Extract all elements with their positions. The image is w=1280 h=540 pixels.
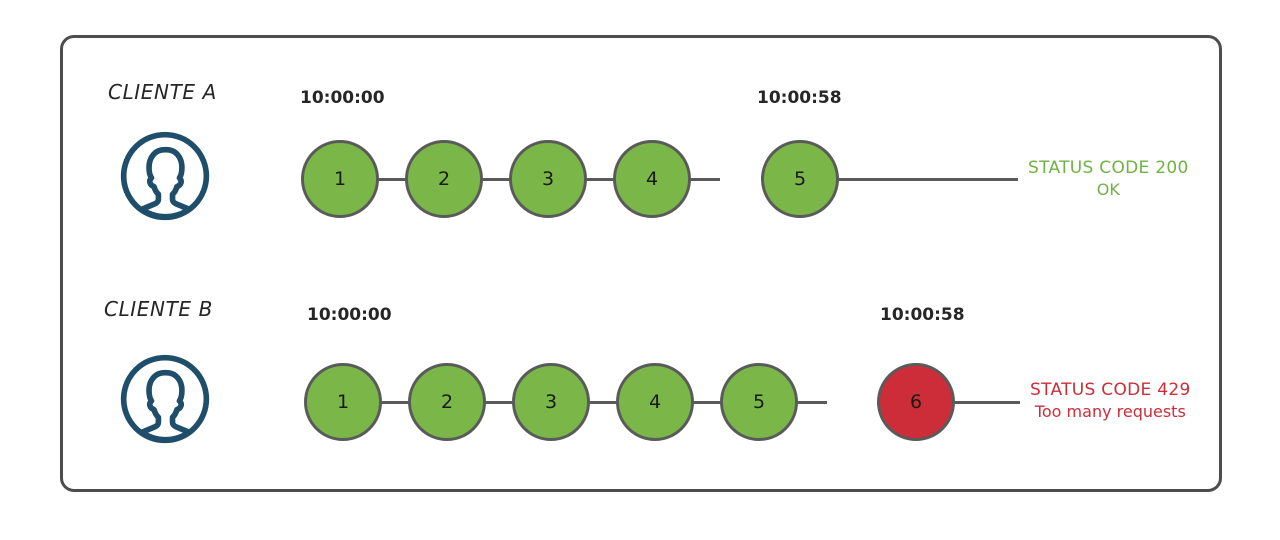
node-label: 3 [541, 168, 555, 190]
node-label: 1 [336, 391, 350, 413]
client-b-start-time: 10:00:00 [307, 305, 392, 325]
client-b-connector-2-3 [485, 401, 515, 404]
client-a-connector-4-5 [690, 178, 720, 181]
node-label: 4 [645, 168, 659, 190]
client-a-connector-1-2 [378, 178, 408, 181]
client-b-request-node-4[interactable]: 4 [616, 363, 694, 441]
node-label: 4 [648, 391, 662, 413]
client-b-status-message: Too many requests [1034, 401, 1186, 421]
client-a-connector-trailing [838, 178, 1018, 181]
node-label: 2 [437, 168, 451, 190]
client-a-request-node-3[interactable]: 3 [509, 140, 587, 218]
node-label: 6 [909, 391, 923, 413]
client-a-request-node-2[interactable]: 2 [405, 140, 483, 218]
client-b-status-code: STATUS CODE 429 [1030, 380, 1191, 400]
client-b-request-node-3[interactable]: 3 [512, 363, 590, 441]
client-a-start-time: 10:00:00 [300, 88, 385, 108]
client-b-request-node-6[interactable]: 6 [877, 363, 955, 441]
client-b-avatar [118, 352, 212, 446]
client-b-connector-4-5 [693, 401, 723, 404]
client-a-status-badge: STATUS CODE 200 OK [1028, 158, 1189, 200]
client-a-connector-3-4 [586, 178, 616, 181]
client-a-status-message: OK [1096, 179, 1120, 199]
client-b-status-badge: STATUS CODE 429 Too many requests [1030, 380, 1191, 422]
client-b-end-time: 10:00:58 [880, 305, 965, 325]
client-b-connector-5-6 [797, 401, 827, 404]
client-a-request-node-1[interactable]: 1 [301, 140, 379, 218]
node-label: 5 [752, 391, 766, 413]
client-a-request-node-4[interactable]: 4 [613, 140, 691, 218]
client-b-request-node-1[interactable]: 1 [304, 363, 382, 441]
client-a-label: CLIENTE A [108, 80, 217, 104]
node-label: 2 [440, 391, 454, 413]
client-b-request-node-2[interactable]: 2 [408, 363, 486, 441]
node-label: 5 [793, 168, 807, 190]
client-a-request-node-5[interactable]: 5 [761, 140, 839, 218]
node-label: 1 [333, 168, 347, 190]
node-label: 3 [544, 391, 558, 413]
client-b-connector-3-4 [589, 401, 619, 404]
client-b-request-node-5[interactable]: 5 [720, 363, 798, 441]
client-b-label: CLIENTE B [104, 297, 213, 321]
client-a-status-code: STATUS CODE 200 [1028, 158, 1189, 178]
client-a-avatar [118, 129, 212, 223]
client-a-connector-2-3 [482, 178, 512, 181]
client-b-connector-1-2 [381, 401, 411, 404]
client-b-connector-trailing [955, 401, 1020, 404]
client-a-end-time: 10:00:58 [757, 88, 842, 108]
